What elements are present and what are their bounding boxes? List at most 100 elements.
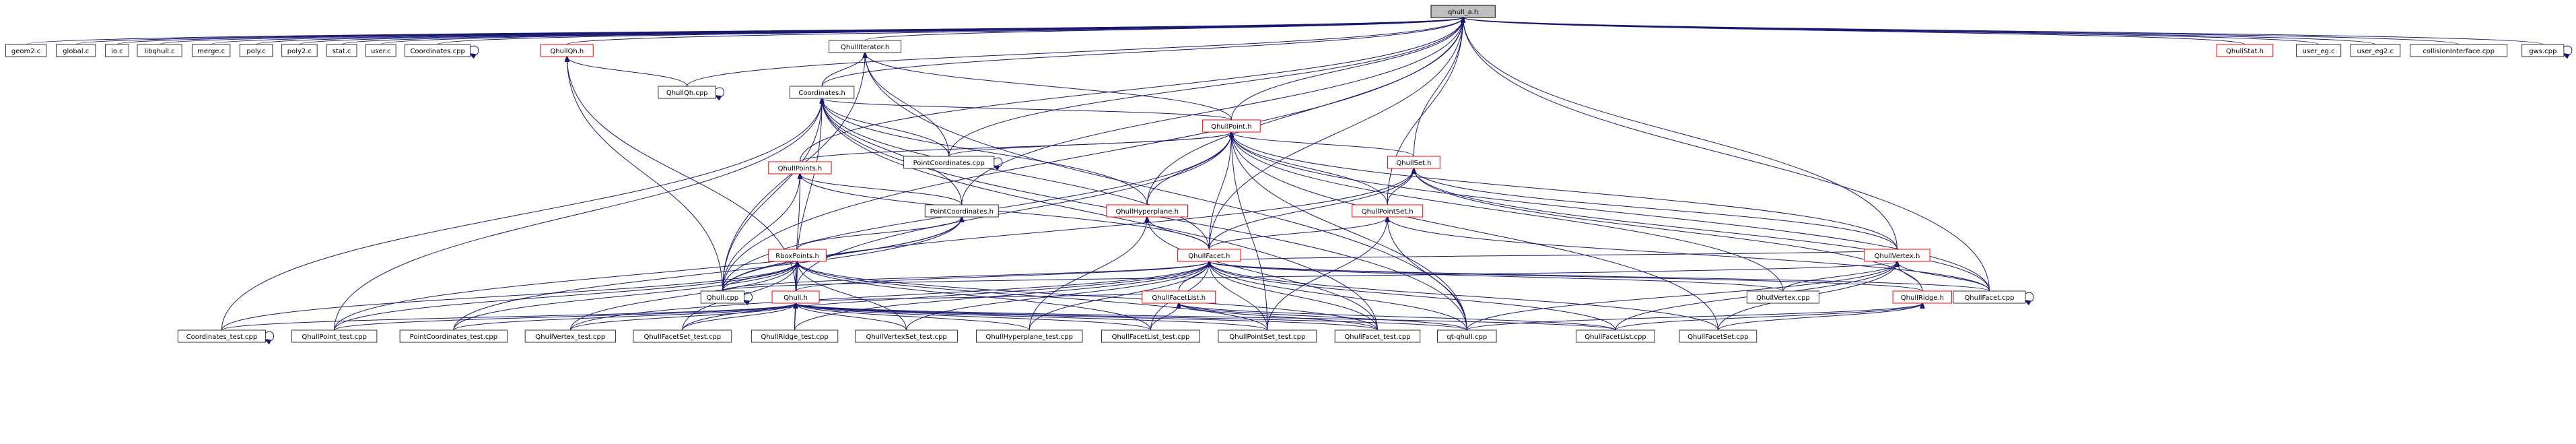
edge-qhullpoint_h-to-qhulliterator — [865, 53, 1232, 121]
node-qhullhyper_h[interactable]: QhullHyperplane.h — [1106, 204, 1189, 218]
edge-qhullpointset_h-to-qhullpoint_h — [1231, 132, 1388, 205]
node-qhullvertexsettest[interactable]: QhullVertexSet_test.cpp — [855, 329, 958, 343]
node-pointcoord_cpp[interactable]: PointCoordinates.cpp — [903, 156, 995, 169]
node-box-stat — [326, 44, 357, 57]
node-poly2[interactable]: poly2.c — [281, 44, 318, 57]
edge-qhullfacet_cpp-to-qhull_a — [1463, 18, 1990, 292]
node-box-libqhull — [137, 44, 182, 57]
edge-qhulliterator-to-qhull_a — [864, 18, 1463, 41]
node-qtqhull[interactable]: qt-qhull.cpp — [1437, 329, 1497, 343]
node-qhullfacetlist_h[interactable]: QhullFacetList.h — [1142, 290, 1216, 304]
node-collision[interactable]: collisionInterface.cpp — [2410, 44, 2508, 57]
node-qhullridge_h[interactable]: QhullRidge.h — [1892, 290, 1953, 304]
node-qhullpointset_h[interactable]: QhullPointSet.h — [1352, 204, 1424, 218]
node-qhullpoint_h[interactable]: QhullPoint.h — [1202, 119, 1261, 133]
node-label-qhullfacetset_cpp: QhullFacetSet.cpp — [1687, 334, 1748, 341]
node-label-qhullset_h: QhullSet.h — [1396, 160, 1431, 167]
node-qhullfacetlisttest[interactable]: QhullFacetList_test.cpp — [1101, 329, 1200, 343]
edge-qhullfacet_h-to-qhullvertex_h — [1208, 249, 1897, 262]
node-poly[interactable]: poly.c — [239, 44, 273, 57]
node-merge[interactable]: merge.c — [191, 44, 231, 57]
edge-qhullfacet_h-to-qhullpointset_h — [1208, 217, 1387, 250]
edge-qhull_cpp-to-coordinates_h — [722, 98, 822, 292]
node-qhullpointsettest[interactable]: QhullPointSet_test.cpp — [1218, 329, 1317, 343]
node-qhullvertex_cpp[interactable]: QhullVertex.cpp — [1746, 290, 1819, 304]
node-user_eg2[interactable]: user_eg2.c — [2350, 44, 2401, 57]
node-qhullqh_h[interactable]: QhullQh.h — [540, 44, 594, 57]
node-coordcpp[interactable]: Coordinates.cpp — [405, 44, 471, 57]
node-label-qhullpointtest: QhullPoint_test.cpp — [302, 334, 367, 341]
node-label-qhullvertexsettest: QhullVertexSet_test.cpp — [866, 334, 946, 341]
edge-qhullvertex_cpp-to-qhullvertex_h — [1782, 261, 1898, 292]
node-stat[interactable]: stat.c — [326, 44, 357, 57]
edge-qhullfacettest-to-coordinates_h — [822, 98, 1378, 331]
edge-user_eg-to-qhull_a — [1463, 18, 2320, 45]
node-qhullfacetset_cpp[interactable]: QhullFacetSet.cpp — [1679, 329, 1757, 343]
node-label-user: user.c — [371, 48, 391, 55]
node-qhullset_h[interactable]: QhullSet.h — [1387, 156, 1440, 169]
node-qhullpoints_h[interactable]: QhullPoints.h — [768, 161, 832, 175]
node-qhullstat_h[interactable]: QhullStat.h — [2216, 44, 2274, 57]
edge-pointcoord_cpp-to-coordinates_h — [822, 98, 950, 157]
edge-qhullqh_cpp-to-qhullqh_h — [567, 57, 688, 87]
node-rboxpoints_h[interactable]: RboxPoints.h — [768, 249, 827, 262]
node-geom2[interactable]: geom2.c — [5, 44, 47, 57]
node-coordinates_h[interactable]: Coordinates.h — [789, 86, 855, 99]
node-gws[interactable]: gws.cpp — [2521, 44, 2565, 57]
edge-qhullfacetlisttest-to-qhullfacetlist_h — [1150, 303, 1179, 331]
node-user_eg[interactable]: user_eg.c — [2296, 44, 2342, 57]
node-user[interactable]: user.c — [365, 44, 396, 57]
self-loop-coordcpp — [471, 45, 479, 55]
node-qhullfacet_cpp[interactable]: QhullFacet.cpp — [1953, 290, 2026, 304]
node-pointcoordtest[interactable]: PointCoordinates_test.cpp — [399, 329, 508, 343]
edge-qhull_h-to-qhullpoints_h — [795, 174, 800, 292]
node-box-qhullvertex_h — [1864, 249, 1930, 262]
edge-qhullfacetlist_cpp-to-qhullfacetlist_h — [1179, 303, 1616, 331]
edge-qhull_cpp-to-qhull_a — [722, 18, 1463, 292]
edge-qhullpointtest-to-qhull_h — [334, 303, 796, 331]
node-label-pointcoord_cpp: PointCoordinates.cpp — [913, 160, 985, 167]
node-box-user_eg — [2296, 44, 2342, 57]
node-qhullqh_cpp[interactable]: QhullQh.cpp — [658, 86, 716, 99]
node-qhull_cpp[interactable]: Qhull.cpp — [700, 290, 745, 304]
edge-qhullvertex_h-to-qhull_a — [1463, 18, 1898, 250]
node-qhulliterator[interactable]: QhullIterator.h — [829, 40, 902, 53]
node-qhullvertex_h[interactable]: QhullVertex.h — [1864, 249, 1930, 262]
node-qhullhypertest[interactable]: QhullHyperplane_test.cpp — [975, 329, 1083, 343]
node-qhull_a[interactable]: qhull_a.h — [1430, 5, 1496, 18]
node-global[interactable]: global.c — [56, 44, 96, 57]
node-label-qhullpoints_h: QhullPoints.h — [778, 165, 823, 172]
node-qhullpointtest[interactable]: QhullPoint_test.cpp — [291, 329, 378, 343]
node-box-qhullpointsettest — [1218, 329, 1317, 343]
node-box-pointcoord_cpp — [903, 156, 995, 169]
node-box-qhullfacetlist_h — [1142, 290, 1216, 304]
node-qhullvertextest[interactable]: QhullVertex_test.cpp — [524, 329, 616, 343]
node-box-coordcpp — [405, 44, 471, 57]
node-qhullfacet_h[interactable]: QhullFacet.h — [1177, 249, 1241, 262]
edge-coordtest-to-coordinates_h — [221, 98, 822, 331]
edge-qhull_cpp-to-qhullpoints_h — [722, 174, 800, 292]
node-box-qhullvertex_cpp — [1746, 290, 1819, 304]
node-label-qhullqh_cpp: QhullQh.cpp — [666, 90, 708, 97]
node-label-qhullfacetlist_h: QhullFacetList.h — [1152, 294, 1206, 302]
edge-coordtest-to-qhull_h — [221, 303, 796, 331]
node-pointcoord_h[interactable]: PointCoordinates.h — [924, 204, 999, 218]
node-qhull_h[interactable]: Qhull.h — [771, 290, 820, 304]
node-label-stat: stat.c — [333, 48, 351, 55]
edge-qhullpointtest-to-coordinates_h — [334, 98, 822, 331]
edge-pointcoordtest-to-pointcoord_h — [453, 217, 962, 331]
edge-qhullhypertest-to-qhullfacet_h — [1029, 261, 1209, 331]
edge-qhullfacetlist_cpp-to-qhullfacet_h — [1209, 261, 1616, 331]
node-qhullfacetlist_cpp[interactable]: QhullFacetList.cpp — [1576, 329, 1655, 343]
node-coordtest[interactable]: Coordinates_test.cpp — [177, 329, 267, 343]
node-label-coordtest: Coordinates_test.cpp — [186, 334, 258, 341]
node-qhullridgetest[interactable]: QhullRidge_test.cpp — [751, 329, 839, 343]
node-io[interactable]: io.c — [104, 44, 129, 57]
node-qhullfacetsettest[interactable]: QhullFacetSet_test.cpp — [633, 329, 732, 343]
node-libqhull[interactable]: libqhull.c — [137, 44, 182, 57]
node-qhullfacettest[interactable]: QhullFacet_test.cpp — [1334, 329, 1421, 343]
edge-qhullpoints_h-to-qhull_a — [799, 18, 1463, 162]
node-label-qhullpoint_h: QhullPoint.h — [1211, 123, 1251, 131]
node-layer: qhull_a.h geom2.c global.c io.c libqhull.c me… — [5, 5, 2565, 343]
